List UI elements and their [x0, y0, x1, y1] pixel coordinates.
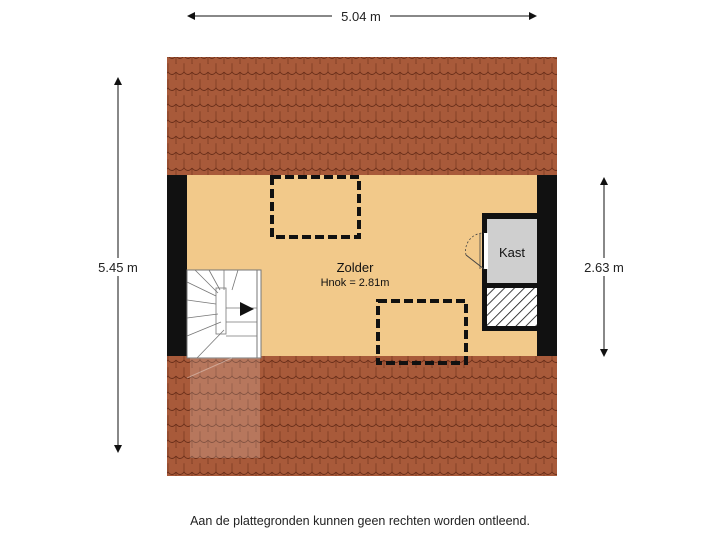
wall-right: [537, 175, 557, 356]
dormer-bottom: [376, 299, 468, 365]
dim-height-left-label: 5.45 m: [98, 260, 138, 275]
roof-bottom: [167, 356, 557, 476]
dim-width-label: 5.04 m: [341, 9, 381, 24]
wall-left: [167, 175, 187, 356]
kast-label: Kast: [499, 245, 525, 260]
disclaimer-text: Aan de plattegronden kunnen geen rechten…: [190, 514, 530, 528]
zolder-hnok-label: Hnok = 2.81m: [321, 277, 390, 289]
dormer-top: [270, 175, 361, 239]
roof-top: [167, 57, 557, 175]
staircase: [186, 269, 262, 359]
kast-closet: [465, 213, 537, 331]
stair-shadow: [190, 358, 260, 458]
dim-height-right-label: 2.63 m: [584, 260, 624, 275]
zolder-label: Zolder: [337, 260, 375, 275]
